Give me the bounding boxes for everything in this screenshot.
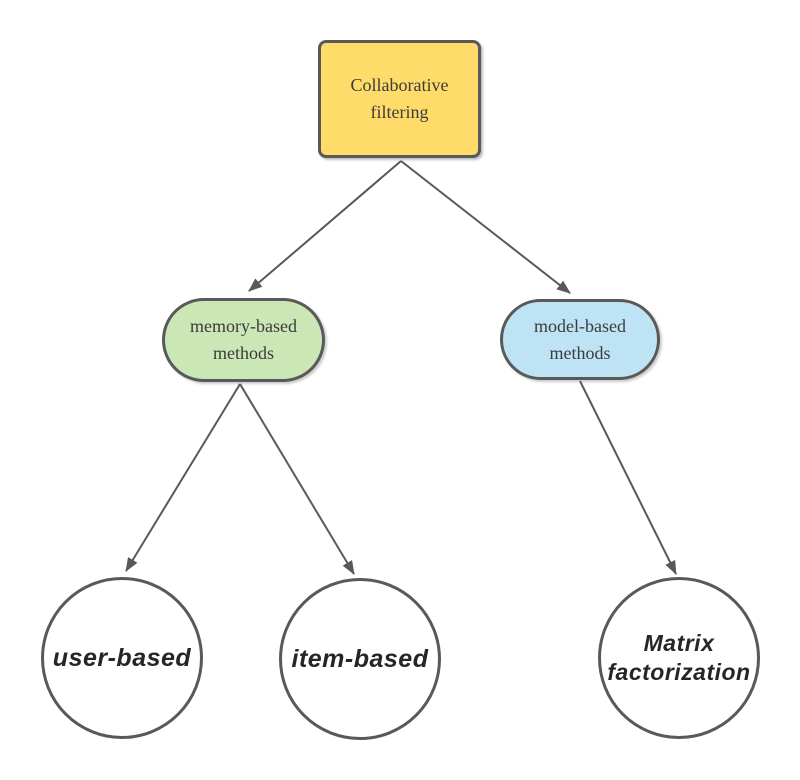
node-matrix-factorization-label: Matrix factorization	[607, 630, 751, 685]
node-collaborative-filtering: Collaborative filtering	[318, 40, 481, 158]
node-memory-based-methods: memory-based methods	[162, 298, 325, 382]
edge-root-to-memory	[248, 160, 402, 292]
edge-root-to-model	[400, 160, 571, 294]
node-matrix-factorization: Matrix factorization	[598, 577, 760, 739]
node-model-based-methods-label: model-based methods	[534, 315, 626, 363]
edge-model-to-matrix	[579, 380, 677, 575]
node-item-based-label: item-based	[291, 644, 429, 673]
node-user-based-label: user-based	[52, 643, 192, 672]
node-memory-based-methods-label: memory-based methods	[190, 316, 297, 363]
node-user-based: user-based	[41, 577, 203, 739]
node-item-based: item-based	[279, 578, 441, 740]
node-collaborative-filtering-label: Collaborative filtering	[350, 75, 449, 122]
edge-memory-to-user	[125, 383, 241, 572]
node-model-based-methods: model-based methods	[500, 299, 660, 380]
edge-memory-to-item	[239, 383, 355, 575]
